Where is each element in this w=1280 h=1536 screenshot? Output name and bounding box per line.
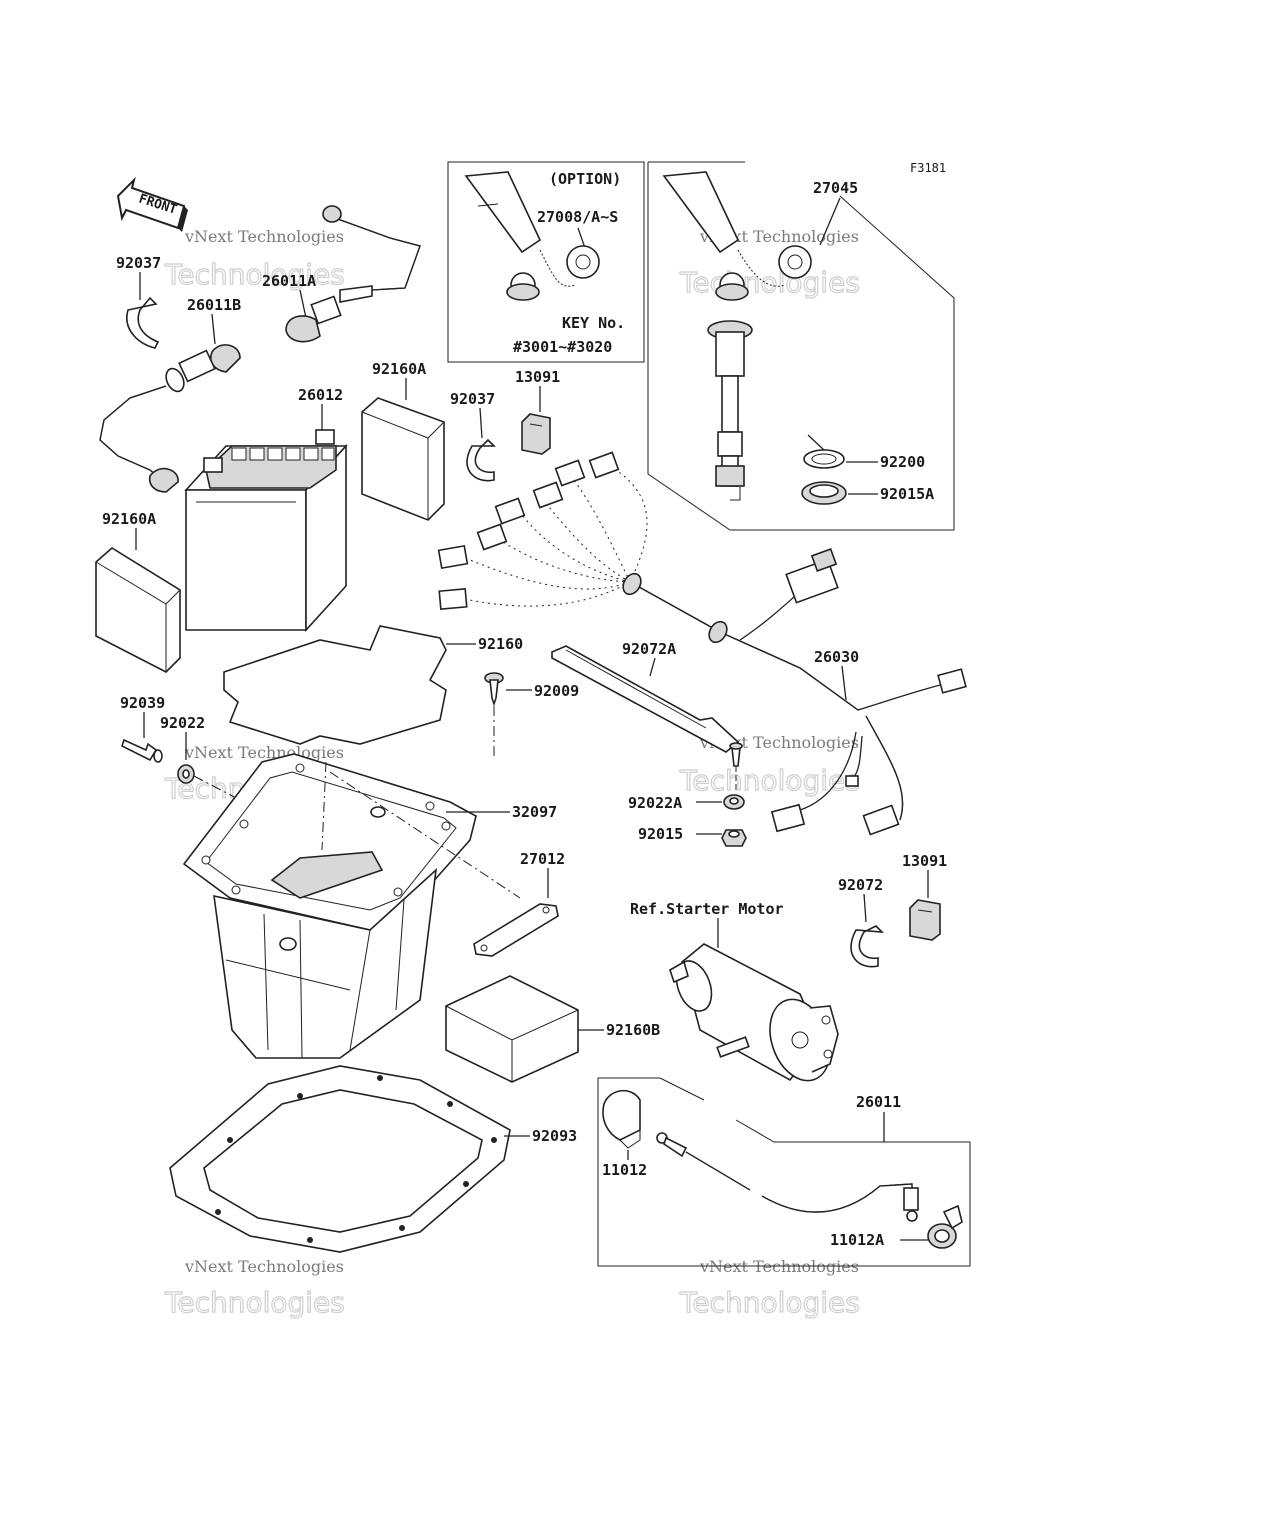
- part-label-92039: 92039: [120, 694, 165, 712]
- option-part-label: 27008/A~S: [537, 208, 618, 226]
- option-key-range: #3001~#3020: [513, 338, 612, 356]
- part-label-92022: 92022: [160, 714, 205, 732]
- watermark-text: vNext Technologies: [184, 227, 344, 246]
- watermark-outline: Technologies: [679, 764, 860, 797]
- part-label-26030: 26030: [814, 648, 859, 666]
- part-label-92015: 92015: [638, 825, 683, 843]
- watermark-outline: Technologies: [679, 266, 860, 299]
- pad-92160B: 92160B: [445, 975, 660, 1083]
- part-label-26012: 26012: [298, 386, 343, 404]
- part-label-92200: 92200: [880, 453, 925, 471]
- part-label-11012A: 11012A: [830, 1231, 884, 1249]
- washer-92022A: 92022A: [628, 742, 745, 812]
- part-label-27012: 27012: [520, 850, 565, 868]
- part-label-32097: 32097: [512, 803, 557, 821]
- part-label-92037: 92037: [450, 390, 495, 408]
- part-label-92022A: 92022A: [628, 794, 682, 812]
- part-label-92072A: 92072A: [622, 640, 676, 658]
- part-label-92072: 92072: [838, 876, 883, 894]
- rivet-92039: 92039: [120, 694, 165, 763]
- washer-92022: 92022: [160, 714, 241, 801]
- part-label-26011B: 26011B: [187, 296, 241, 314]
- part-label-11012: 11012: [602, 1161, 647, 1179]
- grommet-13091-right: 13091: [902, 852, 947, 941]
- watermark-text: vNext Technologies: [184, 1257, 344, 1276]
- bracket-27012: 27012: [473, 850, 565, 957]
- clip-92072: 92072: [838, 876, 885, 968]
- part-label-92093: 92093: [532, 1127, 577, 1145]
- watermark-outline: Technologies: [164, 258, 345, 291]
- part-label-92037: 92037: [116, 254, 161, 272]
- part-label-92160B: 92160B: [606, 1021, 660, 1039]
- pad-92160A-left: 92160A: [95, 510, 181, 673]
- gasket-92093: 92093: [169, 1065, 577, 1253]
- part-label-92160: 92160: [478, 635, 523, 653]
- watermark-outline: Technologies: [164, 1286, 345, 1319]
- part-label-26011A: 26011A: [262, 272, 316, 290]
- ignition-switch-assembly: 27045 92200 92015A: [647, 161, 955, 531]
- option-title: (OPTION): [549, 170, 621, 188]
- watermark-text: vNext Technologies: [184, 743, 344, 762]
- grommet-13091-top: 13091: [515, 368, 560, 455]
- pad-92160: 92160: [223, 625, 523, 745]
- figure-id: F3181: [910, 161, 946, 175]
- starter-cable-assembly: 26011 11012 11012A: [597, 1077, 971, 1267]
- watermark-text: vNext Technologies: [699, 227, 859, 246]
- nut-92015: 92015: [638, 825, 747, 847]
- part-label-92009: 92009: [534, 682, 579, 700]
- part-label-92160A: 92160A: [102, 510, 156, 528]
- option-box: (OPTION) 27008/A~S KEY No. #3001~#3020: [447, 161, 645, 363]
- option-key-label: KEY No.: [562, 314, 625, 332]
- battery: 26012: [184, 386, 348, 633]
- starter-motor: Ref.Starter Motor: [630, 900, 839, 1082]
- wiring-harness: 26030: [437, 451, 967, 836]
- part-label-13091: 13091: [902, 852, 947, 870]
- part-label-92160A: 92160A: [372, 360, 426, 378]
- battery-cables: 92037 26011A 26011B: [99, 205, 421, 493]
- clip-92037: 92037: [450, 390, 496, 482]
- watermark-outline: Technologies: [679, 1286, 860, 1319]
- starter-ref-label: Ref.Starter Motor: [630, 900, 784, 918]
- part-label-26011: 26011: [856, 1093, 901, 1111]
- screw-92009: 92009: [484, 672, 579, 760]
- part-label-13091: 13091: [515, 368, 560, 386]
- battery-case: 32097: [182, 753, 557, 1059]
- front-arrow-icon: FRONT: [116, 176, 188, 232]
- part-label-27045: 27045: [813, 179, 858, 197]
- pad-92160A-top: 92160A: [361, 360, 445, 521]
- strap-92072A: 92072A: [551, 640, 740, 753]
- part-label-92015A: 92015A: [880, 485, 934, 503]
